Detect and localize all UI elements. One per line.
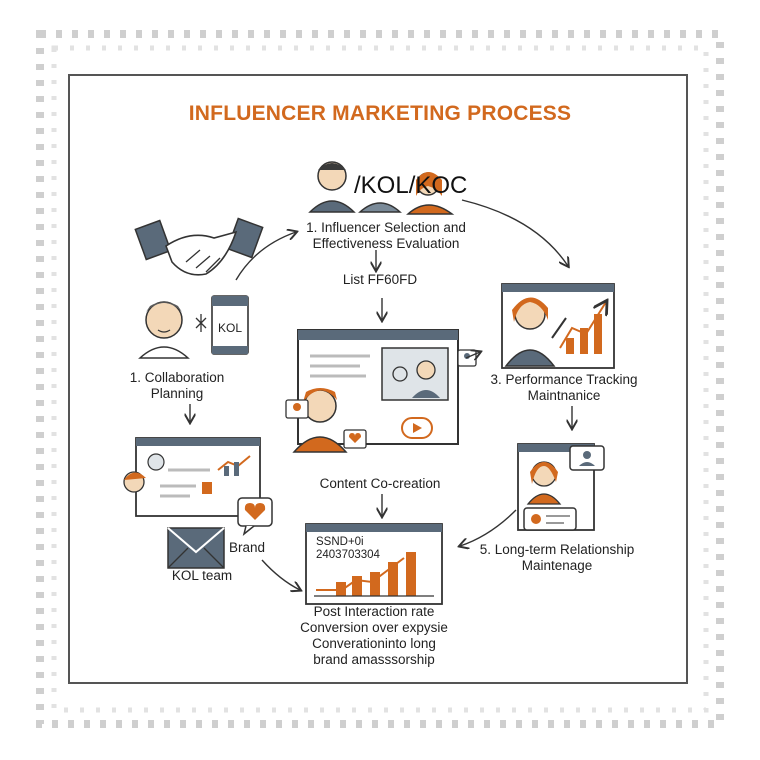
heart-bubble-icon bbox=[237, 497, 273, 536]
step-selection-line2: Effectiveness Evaluation bbox=[312, 236, 460, 251]
report-caption: Post Interaction rate Conversion over ex… bbox=[290, 604, 458, 668]
step-selection-line1: 1. Influencer Selection and bbox=[306, 220, 466, 235]
step-collab-label: 1. Collaboration Planning bbox=[112, 370, 242, 402]
kol-card-label: KOL bbox=[217, 321, 242, 335]
list-label: List FF60FD bbox=[342, 272, 418, 287]
step-relationship-label: 5. Long-term Relationship Maintenage bbox=[472, 542, 642, 574]
diagram-title: INFLUENCER MARKETING PROCESS bbox=[188, 102, 572, 125]
kol-team-label: KOL team bbox=[171, 568, 233, 583]
step-collab-line2: Planning bbox=[150, 386, 204, 401]
report-caption-line1: Post Interaction rate bbox=[313, 604, 435, 619]
step-performance-line1: 3. Performance Tracking bbox=[490, 372, 638, 387]
report-window bbox=[305, 523, 443, 605]
step-performance-label: 3. Performance Tracking Maintnanice bbox=[486, 372, 642, 404]
presenter-person-icon bbox=[504, 297, 567, 367]
report-header: SSND+0i 2403703304 bbox=[316, 536, 406, 562]
collaboration-person-icon bbox=[138, 301, 207, 359]
step-performance-line2: Maintnanice bbox=[527, 388, 601, 403]
report-caption-line2: Conversion over expysie bbox=[300, 620, 448, 635]
influencer-types-label: /KOL/KOC bbox=[354, 172, 468, 199]
handshake-icon bbox=[134, 217, 264, 276]
step-relationship-line2: Maintenage bbox=[521, 558, 593, 573]
report-header-line1: SSND+0i bbox=[316, 536, 364, 548]
report-caption-line3: Converationinto long bbox=[312, 636, 436, 651]
flow-arrows bbox=[190, 199, 572, 590]
creator-person-icon bbox=[285, 388, 367, 453]
step-collab-line1: 1. Collaboration bbox=[129, 370, 225, 385]
relationship-window bbox=[517, 443, 605, 531]
kol-card-icon bbox=[211, 295, 249, 355]
report-header-line2: 2403703304 bbox=[316, 549, 380, 561]
report-caption-line4: brand amasssorship bbox=[313, 652, 435, 667]
step-content-label: Content Co-creation bbox=[319, 476, 441, 491]
influencer-group-icon bbox=[308, 161, 455, 215]
mail-envelope-icon bbox=[167, 527, 225, 569]
step-selection-label: 1. Influencer Selection and Effectivenes… bbox=[296, 220, 476, 252]
step-relationship-line1: 5. Long-term Relationship bbox=[479, 542, 635, 557]
content-creation-window bbox=[297, 329, 477, 445]
brand-label: Brand bbox=[228, 540, 266, 555]
